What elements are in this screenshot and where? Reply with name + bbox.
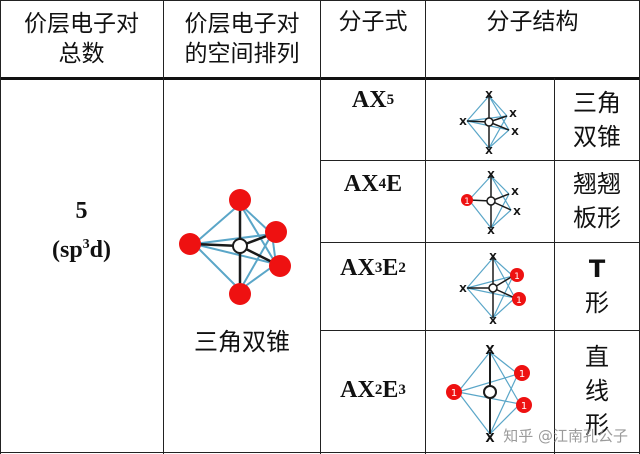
shape-ax2e3-line1: 直 (585, 343, 609, 371)
header-pair-count-line1: 价层电子对 (24, 11, 139, 37)
header-structure: 分子结构 (486, 9, 579, 35)
header-formula: 分子式 (338, 9, 408, 35)
shape-ax4e-line1: 翘翘 (573, 170, 621, 198)
atom-x-label: X (509, 109, 517, 120)
row-divider-3 (320, 330, 640, 331)
lone-pair-label: 1 (516, 296, 522, 306)
shape-ax3e2-line1: T (588, 255, 606, 283)
structure-ax3e2-diagram: 1 1 X X X (459, 252, 526, 324)
structure-ax4e-diagram: 1 X X X X (461, 170, 521, 234)
atom-x-label: X (511, 187, 519, 198)
shape-ax3e2: T 形 (555, 243, 639, 329)
shape-ax5-line1: 三角 (573, 89, 621, 117)
atom-x-label: X (487, 226, 495, 234)
trigonal-bipyramid-model (179, 189, 291, 305)
atom-x-label: X (459, 117, 467, 128)
shape-ax3e2-line2: 形 (585, 289, 609, 317)
col-divider-3-header (425, 0, 426, 78)
header-spatial-arrangement: 价层电子对 的空间排列 (164, 2, 320, 76)
shape-ax5: 三角 双锥 (555, 80, 639, 160)
atom-x-label: X (485, 90, 493, 101)
shape-ax4e: 翘翘 板形 (555, 161, 639, 241)
lone-pair-label: 1 (464, 197, 470, 207)
lone-pair-label: 1 (519, 369, 525, 380)
hybridization: (sp3d) (51, 236, 112, 263)
col-divider-1 (163, 0, 164, 454)
header-pair-count: 价层电子对 总数 (0, 2, 163, 76)
col-divider-3 (425, 78, 426, 454)
lone-pair-label: 1 (521, 401, 527, 412)
atom-x-label: X (485, 146, 493, 154)
header-spatial-line2: 的空间排列 (184, 41, 300, 67)
pair-count-value: 5 (75, 197, 88, 224)
atom-x-label: X (513, 207, 521, 218)
atom-x-label: X (459, 284, 467, 295)
lone-pair-label: 1 (514, 272, 520, 282)
atom-x-label: X (511, 127, 519, 138)
shape-ax2e3-line2: 线 (585, 377, 609, 405)
lone-pair-label: 1 (451, 388, 457, 399)
atom-x-label: X (485, 343, 495, 357)
col-divider-4 (554, 78, 555, 454)
arrangement-label: 三角双锥 (194, 328, 290, 356)
col-divider-2 (320, 0, 321, 454)
pair-count-cell: 5 (sp3d) (0, 180, 163, 280)
row-divider-1 (320, 160, 640, 161)
atom-x-label: X (489, 252, 497, 263)
watermark: 知乎 @江南孔公子 (503, 427, 628, 445)
atom-x-label: X (487, 170, 495, 181)
header-spatial-line1: 价层电子对 (184, 11, 300, 37)
structure-ax5-diagram: X X X X X (459, 90, 519, 154)
atom-x-label: X (489, 316, 497, 324)
structure-ax2e3-diagram: 1 1 1 X X (446, 343, 532, 442)
shape-ax4e-line2: 板形 (573, 204, 621, 232)
header-pair-count-line2: 总数 (58, 41, 105, 67)
table-border-left (0, 0, 1, 454)
shape-ax5-line2: 双锥 (573, 123, 621, 151)
row-divider-2 (320, 242, 640, 243)
shape-ax2e3-line3: 形 (585, 411, 609, 439)
atom-x-label: X (485, 431, 495, 442)
shape-ax2e3: 直 线 形 (555, 331, 639, 451)
